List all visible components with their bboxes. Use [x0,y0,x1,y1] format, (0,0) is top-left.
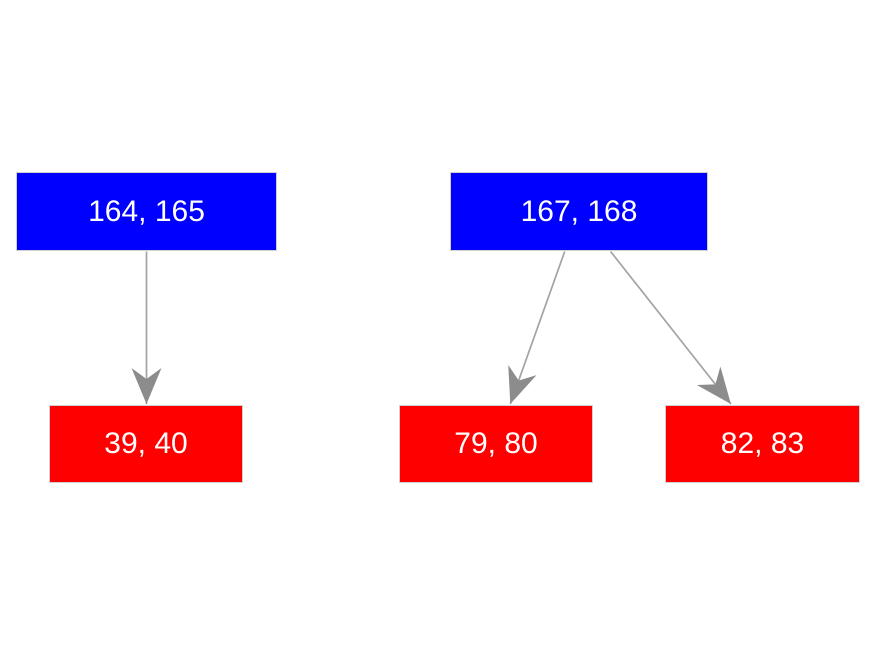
node-label: 82, 83 [720,427,805,460]
node-82-83: 82, 83 [665,405,860,483]
node-167-168: 167, 168 [450,172,708,251]
node-79-80: 79, 80 [399,405,593,483]
node-label: 167, 168 [520,194,638,228]
node-164-165: 164, 165 [16,172,277,251]
node-label: 39, 40 [104,427,188,460]
node-39-40: 39, 40 [49,405,243,483]
edge-167-168-to-79-80 [508,251,566,405]
node-label: 79, 80 [454,427,538,460]
node-label: 164, 165 [88,194,205,228]
edge-167-168-to-82-83 [609,250,732,405]
